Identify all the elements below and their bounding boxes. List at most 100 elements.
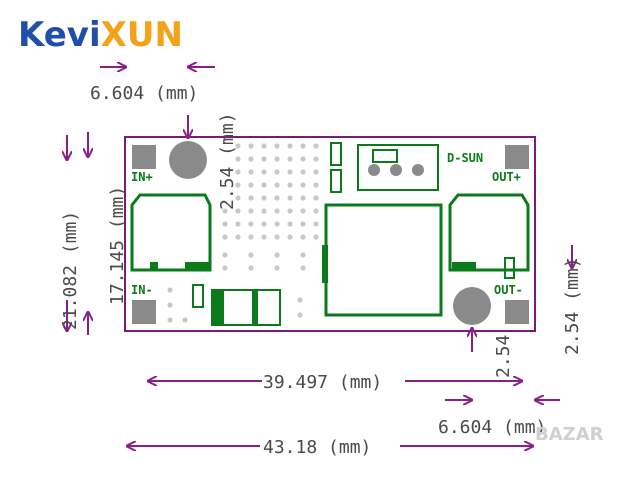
output-capacitor-outline (448, 193, 530, 272)
brand-label: D-SUN (447, 151, 483, 165)
via (313, 195, 319, 201)
via (248, 265, 254, 271)
smd-part-right (504, 257, 515, 279)
via (313, 182, 319, 188)
via (182, 317, 188, 323)
via (261, 221, 267, 227)
via (287, 182, 293, 188)
via (222, 208, 228, 214)
via (261, 169, 267, 175)
dim-bottom-hole-pitch: 6.604 (mm) (438, 417, 546, 438)
via (235, 169, 241, 175)
via (313, 208, 319, 214)
input-capacitor-mark (150, 262, 158, 270)
via (287, 169, 293, 175)
inductor-left-edge (322, 245, 328, 283)
pin-label-out-minus: OUT- (494, 283, 523, 297)
via (274, 265, 280, 271)
via (274, 156, 280, 162)
via (222, 265, 228, 271)
dim-top-hole-pitch: 6.604 (mm) (90, 83, 198, 104)
via (274, 221, 280, 227)
via (248, 208, 254, 214)
via (287, 221, 293, 227)
via (287, 195, 293, 201)
pad-in-minus (132, 300, 156, 324)
via (167, 317, 173, 323)
via (274, 182, 280, 188)
via (261, 234, 267, 240)
via (261, 143, 267, 149)
input-capacitor-band (185, 262, 210, 270)
input-capacitor-outline (130, 193, 212, 272)
smd-resistor-top (330, 142, 342, 166)
via (167, 302, 173, 308)
via (300, 169, 306, 175)
dim-bottom-hole-offset: 2.54 (493, 335, 514, 378)
via (274, 234, 280, 240)
watermark: BAZAR (535, 424, 604, 445)
via (313, 143, 319, 149)
via (313, 234, 319, 240)
smd-part-left (192, 284, 204, 308)
potentiometer-pin-1 (368, 164, 380, 176)
via (248, 169, 254, 175)
via (300, 156, 306, 162)
via (235, 182, 241, 188)
via (300, 143, 306, 149)
pin-label-out-plus: OUT+ (492, 170, 521, 184)
via (248, 182, 254, 188)
via (287, 143, 293, 149)
via (235, 234, 241, 240)
via (235, 156, 241, 162)
via (248, 143, 254, 149)
via (222, 234, 228, 240)
via (300, 252, 306, 258)
via (248, 221, 254, 227)
via (248, 156, 254, 162)
diode-band-right (252, 290, 258, 325)
potentiometer-outline (357, 144, 439, 191)
via (248, 234, 254, 240)
pad-out-minus (505, 300, 529, 324)
via (313, 156, 319, 162)
via (300, 234, 306, 240)
via (274, 143, 280, 149)
via (235, 143, 241, 149)
output-capacitor-band (452, 262, 476, 270)
smd-resistor-top-2 (330, 169, 342, 193)
dimension-arrows (67, 67, 572, 446)
via (261, 156, 267, 162)
via (222, 221, 228, 227)
potentiometer-pin-3 (412, 164, 424, 176)
via (248, 195, 254, 201)
potentiometer-pad (372, 149, 398, 163)
via (300, 195, 306, 201)
via (300, 221, 306, 227)
via (300, 265, 306, 271)
via (222, 252, 228, 258)
via (235, 208, 241, 214)
via (300, 182, 306, 188)
via (313, 169, 319, 175)
via (261, 208, 267, 214)
via (261, 182, 267, 188)
dim-inner-height: 17.145 (mm) (107, 186, 128, 305)
pin-label-in-plus: IN+ (131, 170, 153, 184)
via (274, 195, 280, 201)
via (297, 297, 303, 303)
via (274, 169, 280, 175)
via-grid (167, 143, 319, 323)
via (261, 195, 267, 201)
via (167, 287, 173, 293)
dim-board-width: 43.18 (mm) (263, 437, 371, 458)
via (287, 208, 293, 214)
mounting-hole-bottom (453, 287, 491, 325)
via (235, 195, 241, 201)
logo-kevi: KeviXUN (18, 15, 183, 55)
via (274, 252, 280, 258)
via (248, 252, 254, 258)
via (287, 156, 293, 162)
dim-right-offset: 2.54 (mm) (562, 257, 583, 355)
